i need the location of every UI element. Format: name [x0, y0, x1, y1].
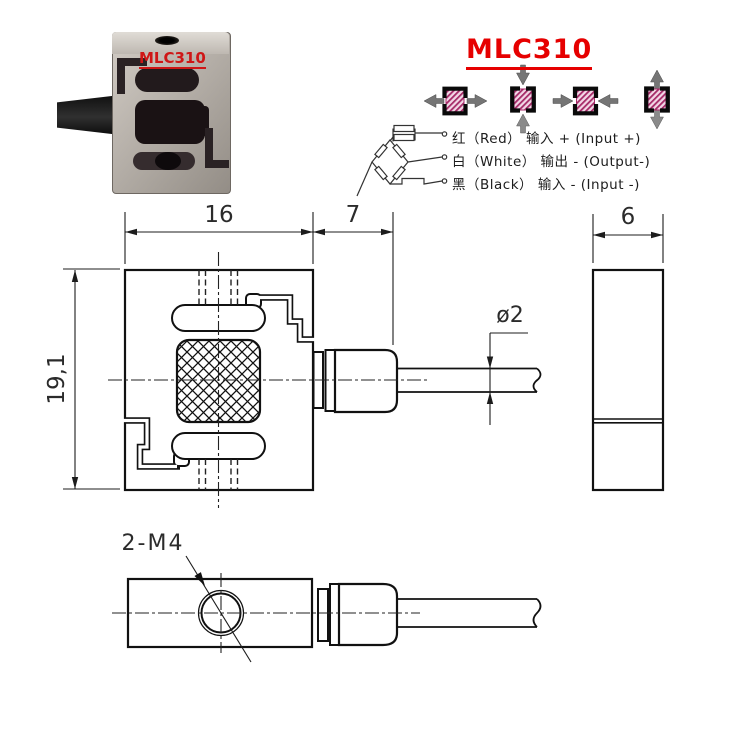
- photo-s-cut-left: [117, 58, 125, 94]
- photo-s-cut-left: [117, 58, 147, 66]
- bracket-bottom: [572, 104, 599, 116]
- bridge-resistor: [374, 143, 388, 159]
- hidden-thread-lines: [198, 270, 239, 490]
- gauge-square: [576, 89, 595, 113]
- photo-cable: [57, 95, 115, 135]
- product-photo: MLC310: [55, 28, 240, 198]
- product-title: MLC310: [466, 34, 593, 70]
- wire-label-black: 黑（Black） 输入 - (Input -): [452, 177, 640, 193]
- photo-middle-slot: [135, 100, 205, 144]
- bridge-resistor: [392, 143, 406, 159]
- gland-body: [333, 348, 399, 414]
- dim-thickness-label: 6: [620, 204, 636, 230]
- bracket-left: [510, 86, 520, 113]
- dim-cable-diameter-label: ø2: [496, 303, 524, 328]
- dimension-lines: [63, 212, 664, 490]
- arrow-right-in: [597, 94, 619, 108]
- centerlines: [108, 252, 428, 508]
- wire-label-white: 白（White） 输出 - (Output-): [452, 154, 651, 170]
- arrow-bottom-in: [516, 113, 530, 134]
- terminal-dot: [441, 131, 448, 137]
- dim-thread-label: 2-M4: [121, 531, 185, 556]
- arrow-left-out: [423, 94, 445, 108]
- dim-cable-gland-label: 7: [345, 202, 361, 228]
- photo-s-cut-right: [205, 128, 213, 168]
- bracket-top: [442, 86, 468, 98]
- terminal-dot: [441, 154, 448, 160]
- white-wire-line: [407, 156, 443, 163]
- shield-lead: [356, 161, 373, 197]
- photo-bottom-hole: [155, 152, 181, 170]
- tension-vertical-icon: [644, 69, 670, 130]
- bracket-right: [526, 86, 536, 113]
- gauge-square: [445, 89, 465, 113]
- s-cut-core: [122, 418, 177, 469]
- photo-model-label: MLC310: [139, 49, 206, 69]
- cable: [397, 598, 537, 628]
- front-view: [108, 252, 542, 508]
- dimension-arrows: [71, 228, 663, 489]
- cable-break: [532, 598, 542, 628]
- cable: [397, 367, 537, 393]
- thread-leader-line: [185, 555, 252, 663]
- parallel-resistor-links: [389, 128, 442, 142]
- compensation-resistor: [393, 133, 415, 142]
- dim-height-label: 19,1: [44, 353, 70, 405]
- gland-body: [337, 582, 399, 647]
- compensation-resistor: [393, 124, 415, 133]
- tension-horizontal-icon: [423, 86, 488, 116]
- bracket-bottom: [442, 104, 468, 116]
- bracket-top: [572, 86, 599, 98]
- gauge-square: [513, 88, 533, 111]
- compression-horizontal-icon: [552, 86, 619, 116]
- arrow-left-in: [552, 94, 574, 108]
- photo-top-slot: [135, 68, 199, 92]
- bridge-resistor: [374, 165, 388, 181]
- arrow-bottom-out: [650, 109, 664, 130]
- black-wire-line: [390, 177, 443, 185]
- gland-nut: [329, 583, 340, 646]
- bridge-diamond: [371, 139, 409, 185]
- bridge-resistor: [392, 165, 406, 181]
- terminal-dot: [441, 178, 448, 184]
- dim-width-label: 16: [204, 202, 234, 228]
- top-view: [112, 555, 542, 663]
- photo-s-cut-right: [205, 160, 229, 168]
- cable-break: [532, 367, 542, 393]
- arrow-top-in: [516, 64, 530, 86]
- photo-thread-hole: [155, 36, 179, 45]
- leader-arrowhead: [194, 572, 205, 586]
- arrow-right-out: [466, 94, 488, 108]
- load-direction-icons: [423, 64, 670, 134]
- bracket-left: [644, 86, 654, 113]
- gauge-square: [647, 88, 667, 111]
- s-cut-core: [255, 295, 316, 342]
- side-view: [591, 268, 665, 492]
- side-outline: [591, 268, 665, 492]
- compression-vertical-icon: [510, 64, 536, 134]
- wire-label-red: 红（Red） 输入 + (Input +): [452, 131, 641, 147]
- arrow-top-out: [650, 69, 664, 90]
- wheatstone-bridge-diagram: [356, 124, 448, 197]
- bracket-right: [660, 86, 670, 113]
- gland-washer: [317, 588, 329, 642]
- side-cut-lines: [593, 418, 663, 424]
